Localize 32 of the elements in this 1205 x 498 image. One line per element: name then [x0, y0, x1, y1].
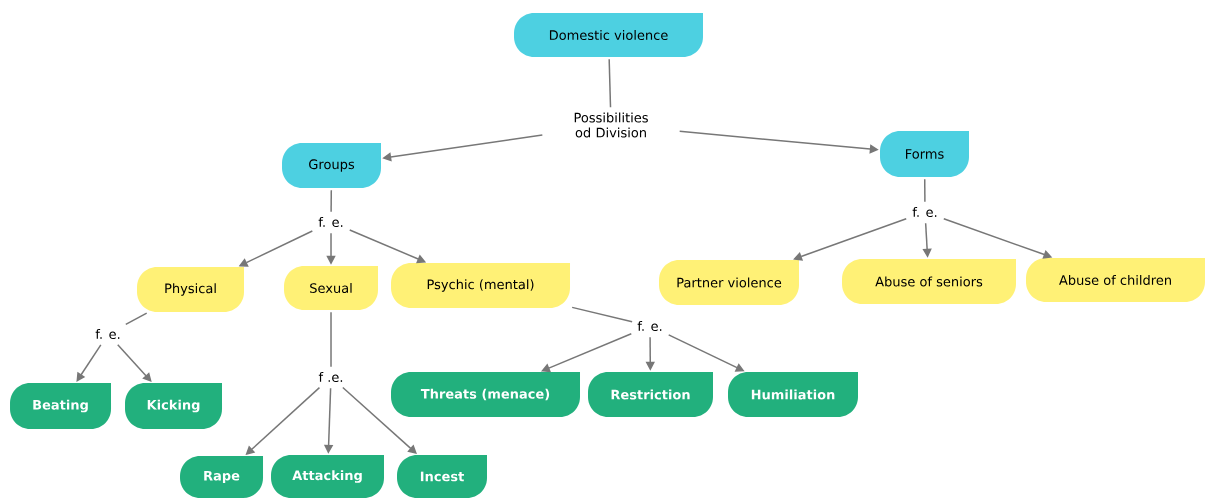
arrow	[76, 344, 102, 382]
example-box: Beating	[10, 383, 111, 429]
connector-text: f. e.	[95, 328, 120, 340]
example-box: Humiliation	[728, 372, 858, 417]
type-box: Physical	[137, 267, 244, 312]
example-box: Rape	[180, 456, 263, 498]
connector-line	[330, 311, 332, 368]
type-box: Psychic (mental)	[391, 263, 570, 308]
type-box: Abuse of children	[1026, 258, 1205, 302]
category-box: Domestic violence	[514, 13, 703, 57]
category-box: Forms	[880, 131, 969, 177]
connector-text: f. e.	[637, 320, 662, 332]
connector-text: f. e.	[912, 206, 937, 218]
connector-line	[608, 58, 612, 108]
type-box: Partner violence	[659, 260, 799, 305]
connector-line	[330, 189, 333, 213]
category-box: Groups	[282, 143, 381, 188]
example-box: Restriction	[588, 372, 713, 417]
connector-text: f. e.	[318, 216, 343, 228]
connector-text: Possibilities od Division	[574, 112, 648, 138]
arrow	[793, 218, 907, 261]
example-box: Incest	[397, 455, 487, 498]
example-box: Threats (menace)	[391, 372, 580, 417]
connector-line	[571, 306, 633, 323]
type-box: Abuse of seniors	[842, 259, 1016, 304]
example-box: Kicking	[125, 383, 222, 429]
example-box: Attacking	[271, 455, 384, 498]
type-box: Sexual	[284, 266, 378, 310]
arrow	[117, 343, 152, 382]
connector-line	[923, 178, 926, 203]
connector-text: f .e.	[318, 371, 343, 383]
connector-line	[125, 312, 148, 326]
